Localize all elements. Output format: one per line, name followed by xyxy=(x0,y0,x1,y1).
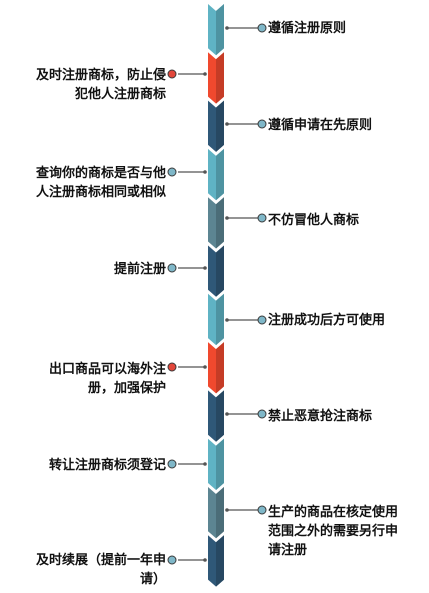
chevron-shade xyxy=(216,245,224,297)
chevron-shade xyxy=(216,390,224,442)
chevron-shade xyxy=(216,148,224,201)
chevron-shade xyxy=(216,293,224,346)
timeline-label: 转让注册商标须登记 xyxy=(48,458,166,473)
bullet-dot-icon xyxy=(257,409,267,419)
connector-end xyxy=(225,412,229,416)
connector-end xyxy=(203,170,207,174)
bullet-dot-icon xyxy=(257,23,267,33)
chevron-shade xyxy=(216,197,224,249)
connector-end xyxy=(203,558,207,562)
timeline-label: 禁止恶意抢注商标 xyxy=(268,409,373,424)
timeline-label: 出口商品可以海外注 册，加强保护 xyxy=(48,362,166,396)
connector-end xyxy=(203,266,207,270)
timeline-label: 遵循申请在先原则 xyxy=(268,118,373,133)
timeline-label: 注册成功后方可使用 xyxy=(268,313,386,328)
timeline-label: 遵循注册原则 xyxy=(268,21,347,36)
chevron-shade xyxy=(216,52,224,104)
connector-end xyxy=(225,318,229,322)
bullet-dot-icon xyxy=(167,362,177,372)
connector-end xyxy=(203,365,207,369)
bullet-dot-icon xyxy=(167,167,177,177)
bullet-dot-icon xyxy=(257,315,267,325)
timeline-label: 不仿冒他人商标 xyxy=(268,213,360,228)
timeline-label: 查询你的商标是否与他 人注册商标相同或相似 xyxy=(35,166,166,200)
chevron-shade xyxy=(216,4,224,56)
bullet-dot-icon xyxy=(257,213,267,223)
bullet-dot-icon xyxy=(167,69,177,79)
bullet-dot-icon xyxy=(257,119,267,129)
timeline-label: 提前注册 xyxy=(113,262,166,277)
bullet-dot-icon xyxy=(167,459,177,469)
chevron-shade xyxy=(216,342,224,394)
chevron-shade xyxy=(216,438,224,490)
bullet-dot-icon xyxy=(167,263,177,273)
connector-end xyxy=(203,462,207,466)
bullet-dot-icon xyxy=(257,505,267,515)
connector-end xyxy=(225,26,229,30)
connector-end xyxy=(225,122,229,126)
bullet-dot-icon xyxy=(167,555,177,565)
chevron-shade xyxy=(216,100,224,152)
timeline-label: 生产的商品在核定使用 范围之外的需要另行申 请注册 xyxy=(268,505,399,558)
chevron-shade xyxy=(216,535,224,587)
chevron-shade xyxy=(216,487,224,539)
connector-end xyxy=(203,72,207,76)
timeline-label: 及时续展（提前一年申 请） xyxy=(35,553,166,587)
connector-end xyxy=(225,508,229,512)
connector-end xyxy=(225,216,229,220)
timeline-label: 及时注册商标，防止侵 犯他人注册商标 xyxy=(35,68,166,102)
